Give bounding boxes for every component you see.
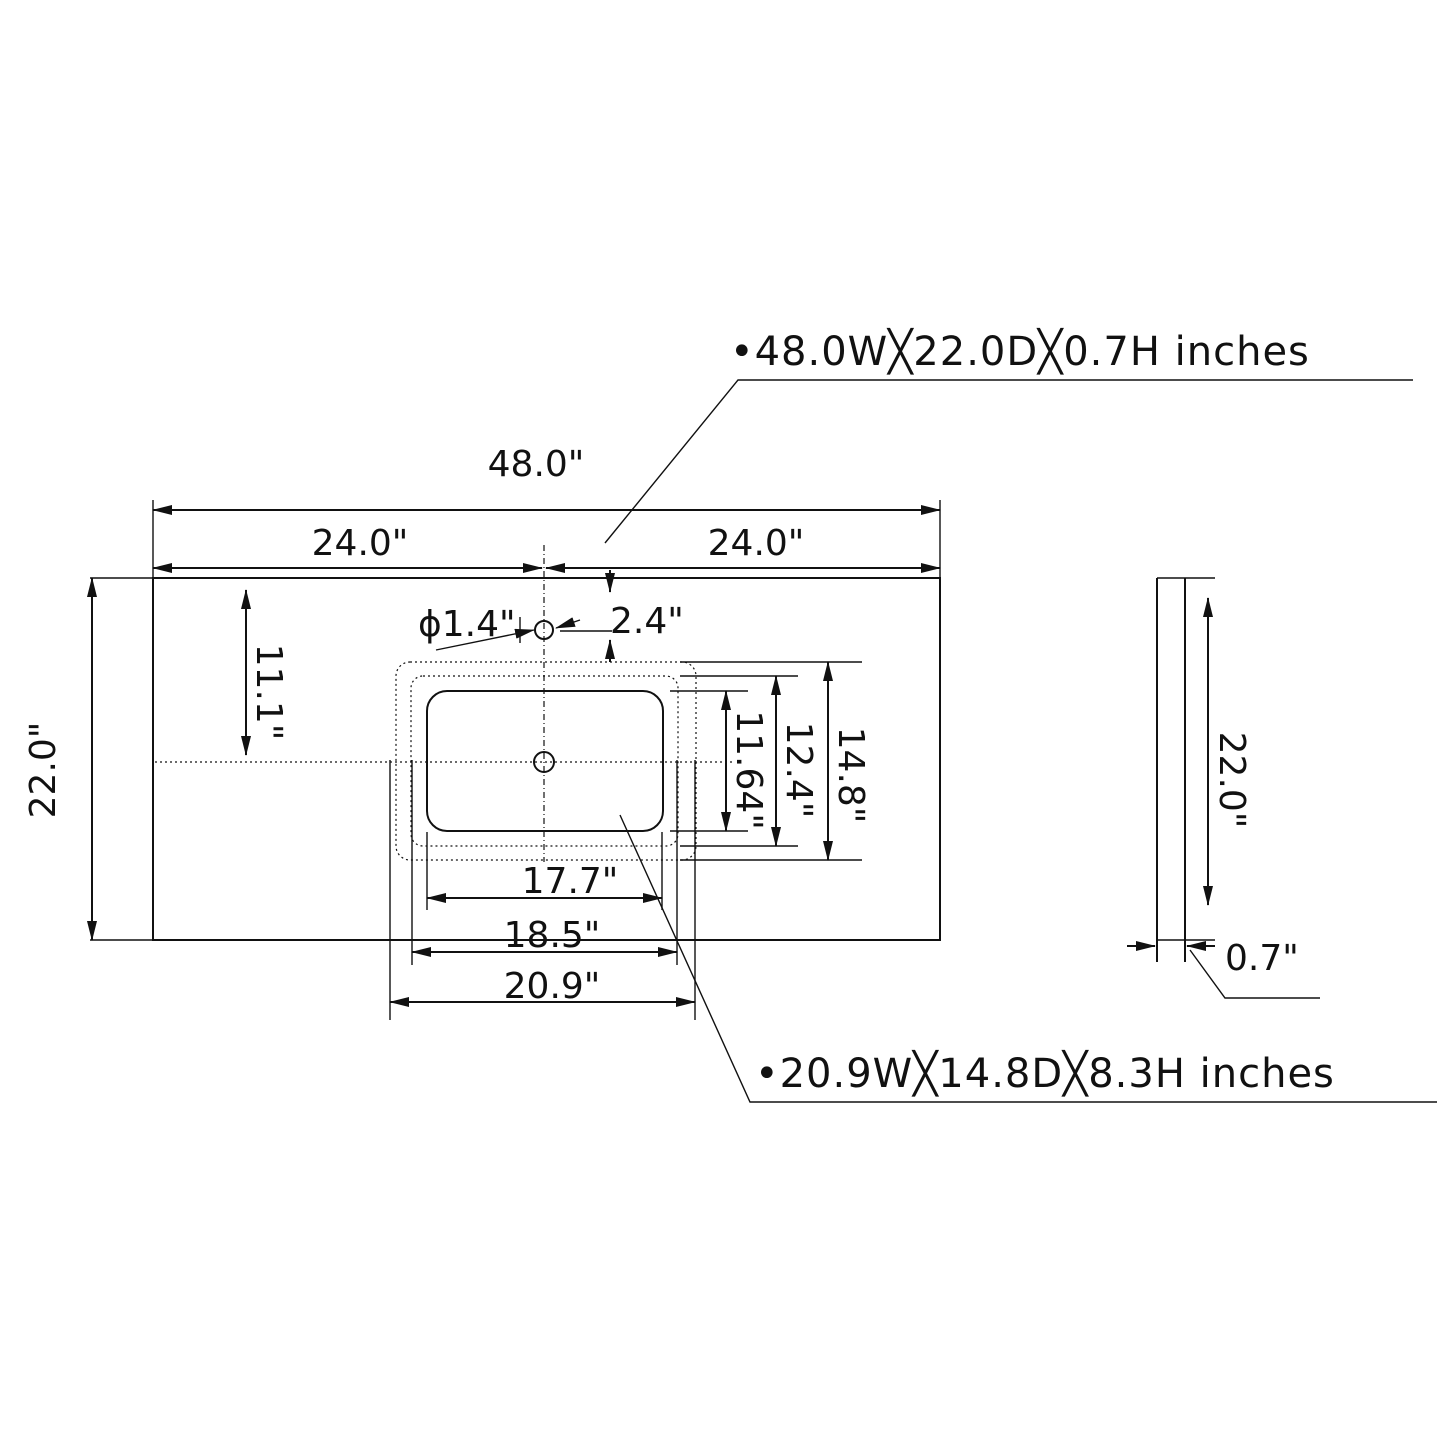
sink-spec-leader [619, 814, 1437, 1103]
thickness-leader [1189, 949, 1320, 999]
top-spec-label: •48.0W╳22.0D╳0.7H inches [730, 327, 1310, 375]
half-depth-label: 11.1" [248, 644, 289, 741]
inner-width-label: 17.7" [522, 861, 619, 902]
thickness-label: 0.7" [1225, 938, 1299, 979]
sink-width-extensions [389, 760, 696, 1020]
countertop-top-view [152, 545, 941, 941]
mid-width-label: 18.5" [504, 915, 601, 956]
outer-depth-label: 14.8" [830, 727, 871, 824]
faucet-offset-label: 2.4" [610, 601, 684, 642]
overall-width-label: 48.0" [488, 444, 585, 485]
right-half-label: 24.0" [708, 523, 805, 564]
outer-width-label: 20.9" [504, 966, 601, 1007]
sink-outline [395, 661, 697, 861]
extension-lines [90, 500, 941, 941]
top-spec-leader [604, 379, 1413, 544]
faucet-hole-label: ϕ1.4" [418, 604, 516, 645]
countertop-side-view [1156, 577, 1215, 962]
left-half-label: 24.0" [312, 523, 409, 564]
mid-depth-label: 12.4" [778, 722, 819, 819]
faucet-hole-leader [435, 628, 535, 651]
side-depth-label: 22.0" [1211, 732, 1252, 829]
inner-depth-label: 11.64" [728, 710, 769, 830]
sink-spec-label: •20.9W╳14.8D╳8.3H inches [755, 1049, 1335, 1097]
faucet-hole-leader-right [555, 617, 581, 629]
depth-label: 22.0" [23, 722, 64, 819]
faucet-hole [519, 617, 554, 643]
